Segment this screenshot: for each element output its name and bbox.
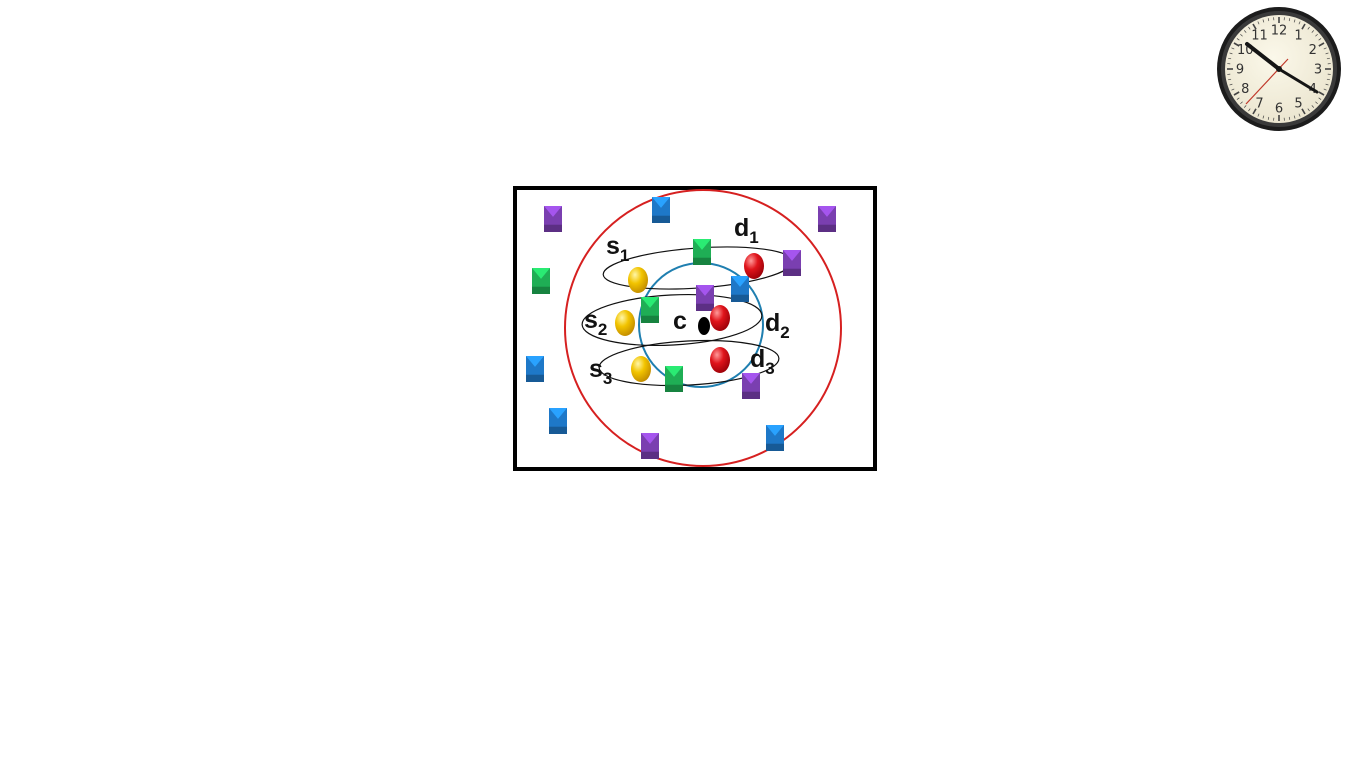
clock-hour-hand — [1245, 42, 1281, 71]
diagram-frame — [513, 186, 877, 471]
label-d1: d1 — [734, 214, 759, 247]
clock-tick — [1231, 47, 1235, 50]
clock-tick — [1240, 101, 1243, 105]
clock-numeral: 11 — [1251, 29, 1268, 44]
clock-tick — [1257, 21, 1260, 25]
clock-tick — [1228, 78, 1232, 81]
clock-numeral: 9 — [1236, 63, 1244, 78]
clock-tick — [1257, 113, 1260, 117]
outer-range-circle — [564, 189, 842, 467]
square-node-green — [665, 366, 683, 392]
square-node-purple — [544, 206, 562, 232]
source-node-s3 — [631, 356, 651, 382]
clock-tick — [1298, 113, 1301, 117]
destination-node-d3 — [710, 347, 730, 373]
label-d2: d2 — [765, 309, 790, 342]
clock-tick — [1288, 116, 1291, 120]
clock-numeral: 6 — [1275, 102, 1283, 117]
clock-tick — [1326, 57, 1330, 60]
clock-tick — [1318, 97, 1322, 100]
clock-tick — [1325, 83, 1329, 86]
clock-tick — [1323, 47, 1327, 50]
label-c: c — [673, 307, 687, 335]
square-node-purple — [783, 250, 801, 276]
square-node-purple — [696, 285, 714, 311]
clock-tick — [1252, 108, 1257, 115]
clock-tick — [1301, 23, 1306, 30]
clock-tick — [1262, 115, 1265, 119]
clock-numeral: 1 — [1294, 29, 1302, 44]
clock-tick — [1293, 115, 1296, 119]
source-node-s2 — [615, 310, 635, 336]
clock-ticks — [1227, 17, 1331, 121]
clock-numeral: 3 — [1314, 63, 1322, 78]
clock-tick — [1233, 91, 1240, 96]
destination-node-d2 — [710, 305, 730, 331]
label-d3: d3 — [750, 345, 775, 378]
clock-tick — [1243, 105, 1247, 108]
clock-tick — [1298, 21, 1301, 25]
label-s1: s1 — [606, 232, 629, 265]
clock-numeral: 12 — [1271, 24, 1288, 39]
clock-tick — [1307, 26, 1310, 30]
square-node-blue — [766, 425, 784, 451]
clock-tick — [1252, 23, 1257, 30]
clock-tick — [1248, 26, 1251, 30]
pair-ellipse-2 — [581, 293, 763, 347]
clock-tick — [1248, 108, 1251, 112]
clock-tick — [1325, 52, 1329, 55]
clock-tick — [1243, 30, 1247, 33]
clock-tick — [1326, 78, 1330, 81]
pair-ellipse-3 — [598, 339, 780, 387]
square-node-purple — [818, 206, 836, 232]
clock-tick — [1236, 38, 1240, 41]
clock-tick — [1231, 88, 1235, 91]
square-node-purple — [641, 433, 659, 459]
clock-tick — [1301, 108, 1306, 115]
square-node-green — [693, 239, 711, 265]
square-node-blue — [549, 408, 567, 434]
clock-center-pin — [1276, 66, 1282, 72]
clock-tick — [1233, 42, 1240, 47]
label-s3: s3 — [589, 355, 612, 388]
square-node-blue — [652, 197, 670, 223]
clock-numeral: 2 — [1309, 43, 1317, 58]
clock-tick — [1315, 33, 1318, 37]
clock-tick — [1229, 83, 1233, 86]
clock-tick — [1267, 116, 1270, 120]
clock-tick — [1307, 108, 1310, 112]
clock-tick — [1236, 97, 1240, 100]
clock-tick — [1318, 42, 1325, 47]
clock-numeral: 7 — [1255, 96, 1263, 111]
clock-tick — [1318, 38, 1322, 41]
clock-tick — [1228, 57, 1232, 60]
square-node-purple — [742, 373, 760, 399]
clock-tick — [1288, 18, 1291, 22]
square-node-blue — [526, 356, 544, 382]
label-s2: s2 — [584, 306, 607, 339]
square-nodes — [526, 197, 836, 459]
clock-numeral: 8 — [1241, 82, 1249, 97]
square-node-blue — [731, 276, 749, 302]
clock-numeral: 5 — [1294, 96, 1302, 111]
clock-tick — [1240, 33, 1243, 37]
clock-tick — [1229, 52, 1233, 55]
clock-second-hand — [1245, 58, 1289, 105]
square-node-green — [532, 268, 550, 294]
center-node-c — [698, 317, 710, 335]
clock-tick — [1267, 18, 1270, 22]
square-node-green — [641, 297, 659, 323]
clock: 121234567891011 — [1217, 7, 1341, 131]
source-node-s1 — [628, 267, 648, 293]
destination-node-d1 — [744, 253, 764, 279]
clock-tick — [1323, 88, 1327, 91]
clock-tick — [1293, 19, 1296, 23]
clock-tick — [1318, 91, 1325, 96]
clock-minute-hand — [1277, 67, 1319, 94]
clock-tick — [1262, 19, 1265, 23]
clock-tick — [1315, 101, 1318, 105]
clock-tick — [1311, 105, 1315, 108]
clock-tick — [1311, 30, 1315, 33]
